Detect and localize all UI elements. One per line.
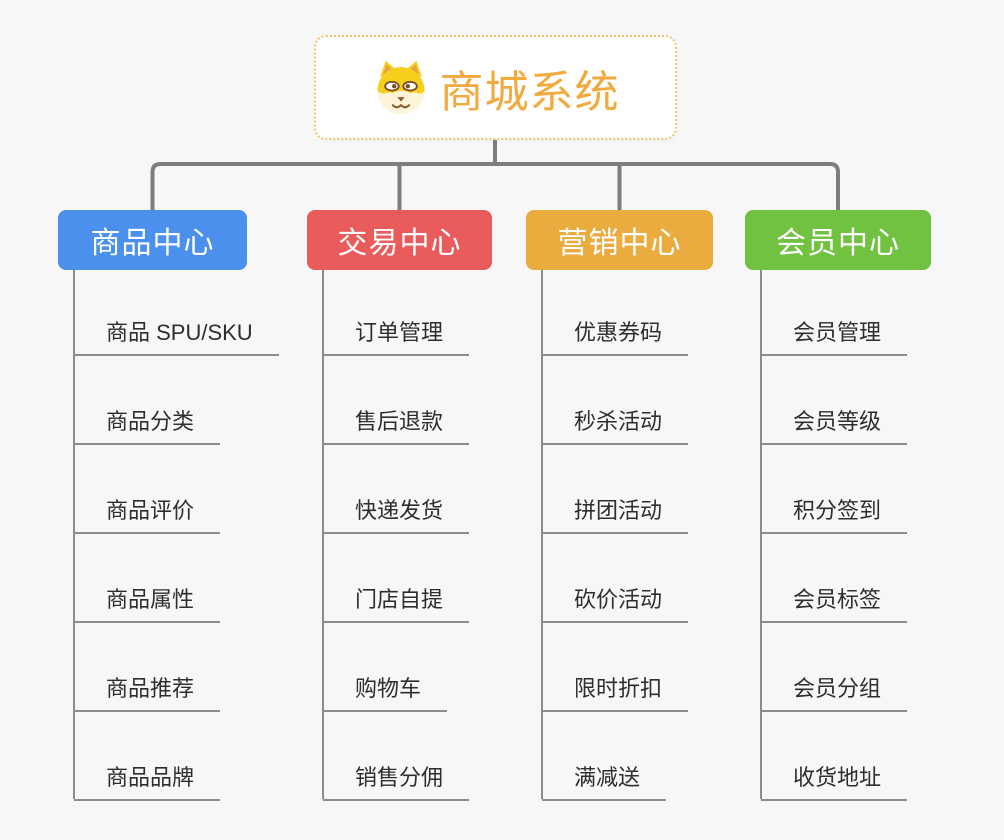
leaf-node[interactable]: 商品推荐 bbox=[74, 670, 221, 712]
leaf-node[interactable]: 收货地址 bbox=[761, 759, 908, 801]
leaf-node[interactable]: 秒杀活动 bbox=[542, 403, 689, 445]
branch-node-1[interactable]: 商品中心 bbox=[58, 210, 247, 270]
leaf-node[interactable]: 快递发货 bbox=[323, 492, 470, 534]
leaf-node[interactable]: 会员等级 bbox=[761, 403, 908, 445]
leaf-node[interactable]: 商品评价 bbox=[74, 492, 221, 534]
leaf-node[interactable]: 砍价活动 bbox=[542, 581, 689, 623]
branch-node-2[interactable]: 交易中心 bbox=[307, 210, 492, 270]
leaf-node[interactable]: 商品属性 bbox=[74, 581, 221, 623]
tree-connector bbox=[150, 140, 840, 210]
branch-node-3[interactable]: 营销中心 bbox=[526, 210, 713, 270]
root-title: 商城系统 bbox=[439, 67, 620, 117]
leaf-node[interactable]: 会员标签 bbox=[761, 581, 908, 623]
leaf-node[interactable]: 售后退款 bbox=[323, 403, 470, 445]
branch-node-4[interactable]: 会员中心 bbox=[745, 210, 931, 270]
leaf-node[interactable]: 商品分类 bbox=[74, 403, 221, 445]
root-node[interactable]: 商城系统 bbox=[314, 35, 677, 140]
leaf-node[interactable]: 会员管理 bbox=[761, 314, 908, 356]
leaf-node[interactable]: 满减送 bbox=[542, 759, 667, 801]
leaf-node[interactable]: 销售分佣 bbox=[323, 759, 470, 801]
leaf-node[interactable]: 会员分组 bbox=[761, 670, 908, 712]
leaf-node[interactable]: 订单管理 bbox=[323, 314, 470, 356]
leaf-node[interactable]: 商品 SPU/SKU bbox=[74, 314, 279, 356]
leaf-node[interactable]: 购物车 bbox=[323, 670, 448, 712]
leaf-node[interactable]: 商品品牌 bbox=[74, 759, 221, 801]
dog-face-icon bbox=[376, 60, 425, 114]
leaf-node[interactable]: 积分签到 bbox=[761, 492, 908, 534]
leaf-node[interactable]: 优惠券码 bbox=[542, 314, 689, 356]
leaf-node[interactable]: 限时折扣 bbox=[542, 670, 689, 712]
leaf-node[interactable]: 门店自提 bbox=[323, 581, 470, 623]
leaf-node[interactable]: 拼团活动 bbox=[542, 492, 689, 534]
